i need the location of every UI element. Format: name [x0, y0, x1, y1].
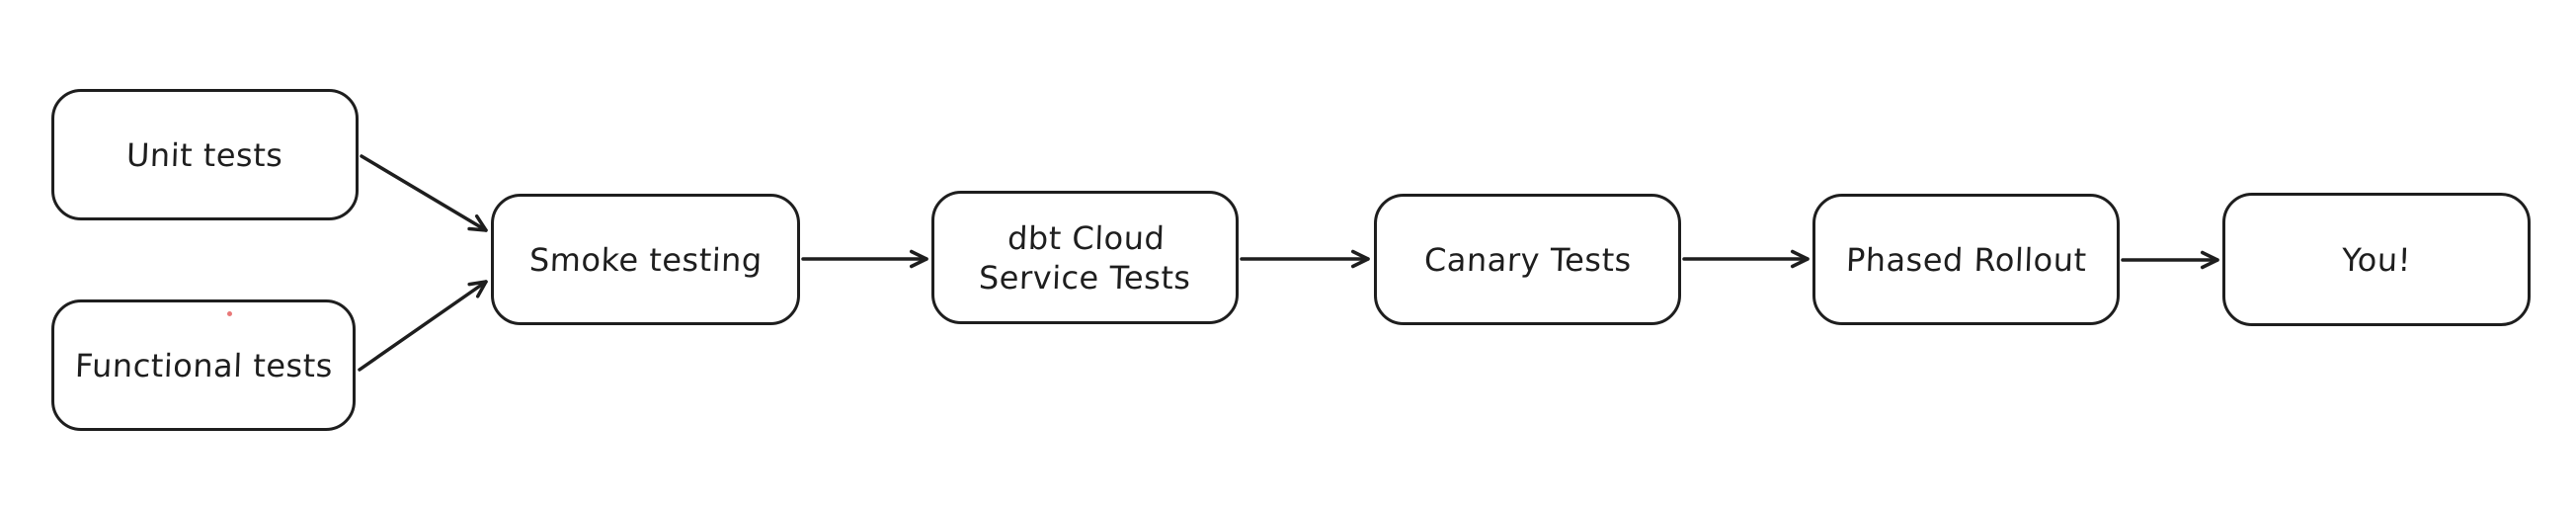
node-smoke-testing-label: Smoke testing	[527, 240, 764, 279]
edge-phased-rollout-to-you	[2121, 250, 2219, 270]
node-functional-tests-label: Functional tests	[73, 346, 334, 384]
edge-unit-tests-to-smoke-testing	[360, 154, 488, 232]
node-canary-tests-label: Canary Tests	[1422, 240, 1633, 279]
edge-dbt-cloud-service-tests-to-canary-tests	[1240, 249, 1370, 269]
node-phased-rollout-label: Phased Rollout	[1845, 240, 2087, 279]
edge-functional-tests-to-smoke-testing	[358, 280, 488, 372]
node-you-label: You!	[2341, 240, 2412, 279]
node-unit-tests: Unit tests	[51, 89, 359, 220]
edge-smoke-testing-to-dbt-cloud-service-tests	[801, 249, 928, 269]
edge-canary-tests-to-phased-rollout	[1682, 249, 1810, 269]
node-you: You!	[2222, 193, 2531, 326]
node-dbt-cloud-service-tests-label: dbt Cloud Service Tests	[977, 218, 1191, 297]
node-canary-tests: Canary Tests	[1374, 194, 1681, 325]
stray-red-dot	[227, 311, 232, 316]
node-smoke-testing: Smoke testing	[491, 194, 800, 325]
node-dbt-cloud-service-tests: dbt Cloud Service Tests	[931, 191, 1239, 324]
node-functional-tests: Functional tests	[51, 299, 356, 431]
node-phased-rollout: Phased Rollout	[1812, 194, 2120, 325]
node-unit-tests-label: Unit tests	[125, 135, 284, 174]
